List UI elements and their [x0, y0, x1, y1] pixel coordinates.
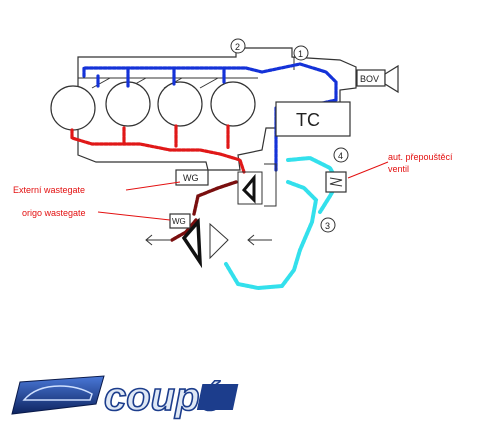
cylinder-3: [157, 81, 203, 127]
wastegate-bottom-label: WG: [172, 217, 186, 226]
coupe-logo: coupé cz: [11, 374, 301, 420]
marker-2-label: 2: [235, 42, 240, 52]
logo-suffix-box: [196, 384, 239, 410]
marker-1-label: 1: [298, 49, 303, 59]
wastegate-top-box: [175, 169, 209, 186]
label-bypass-valve-2: ventil: [388, 164, 409, 174]
exhaust-manifold: [70, 124, 246, 174]
marker-3-label: 3: [325, 221, 330, 231]
marker-2: 2: [230, 38, 246, 54]
cylinder-4: [210, 81, 256, 127]
intake-runners: [78, 77, 258, 89]
wastegate-top-label: WG: [183, 173, 199, 183]
cylinder-2: [105, 81, 151, 127]
marker-3: 3: [320, 217, 336, 233]
label-bypass-valve-1: aut. přepouštěcí: [388, 152, 453, 162]
turbine-wheel-lower: [181, 217, 203, 269]
compressor-housing-upper: [264, 163, 277, 207]
marker-4: 4: [333, 147, 349, 163]
turbo-box: [275, 101, 351, 137]
wastegate-flow: [170, 180, 238, 242]
marker-4-label: 4: [338, 151, 343, 161]
turbo-label: TC: [296, 110, 320, 130]
label-stock-wastegate: origo wastegate: [22, 208, 86, 218]
annotation-leaders: [97, 161, 389, 221]
intake-inlet-arrow: [247, 234, 272, 246]
logo-suffix-text: cz: [280, 388, 301, 410]
turbine-housing-upper: [237, 171, 263, 205]
marker-1: 1: [293, 45, 309, 61]
bov-outlet: [384, 64, 399, 94]
cylinder-1: [50, 85, 96, 131]
compressor-housing-lower: [209, 222, 229, 260]
label-external-wastegate: Externí wastegate: [13, 185, 85, 195]
turbine-wheel-upper: [241, 173, 256, 204]
bypass-valve-spring: [329, 177, 343, 187]
logo-car-silhouette: [22, 385, 93, 401]
wastegate-bottom-box: [169, 213, 191, 229]
bov-label: BOV: [360, 74, 379, 84]
logo-car-swoosh: [11, 375, 105, 415]
exhaust-outlet-arrow: [145, 234, 170, 246]
cylinders: [50, 81, 256, 131]
